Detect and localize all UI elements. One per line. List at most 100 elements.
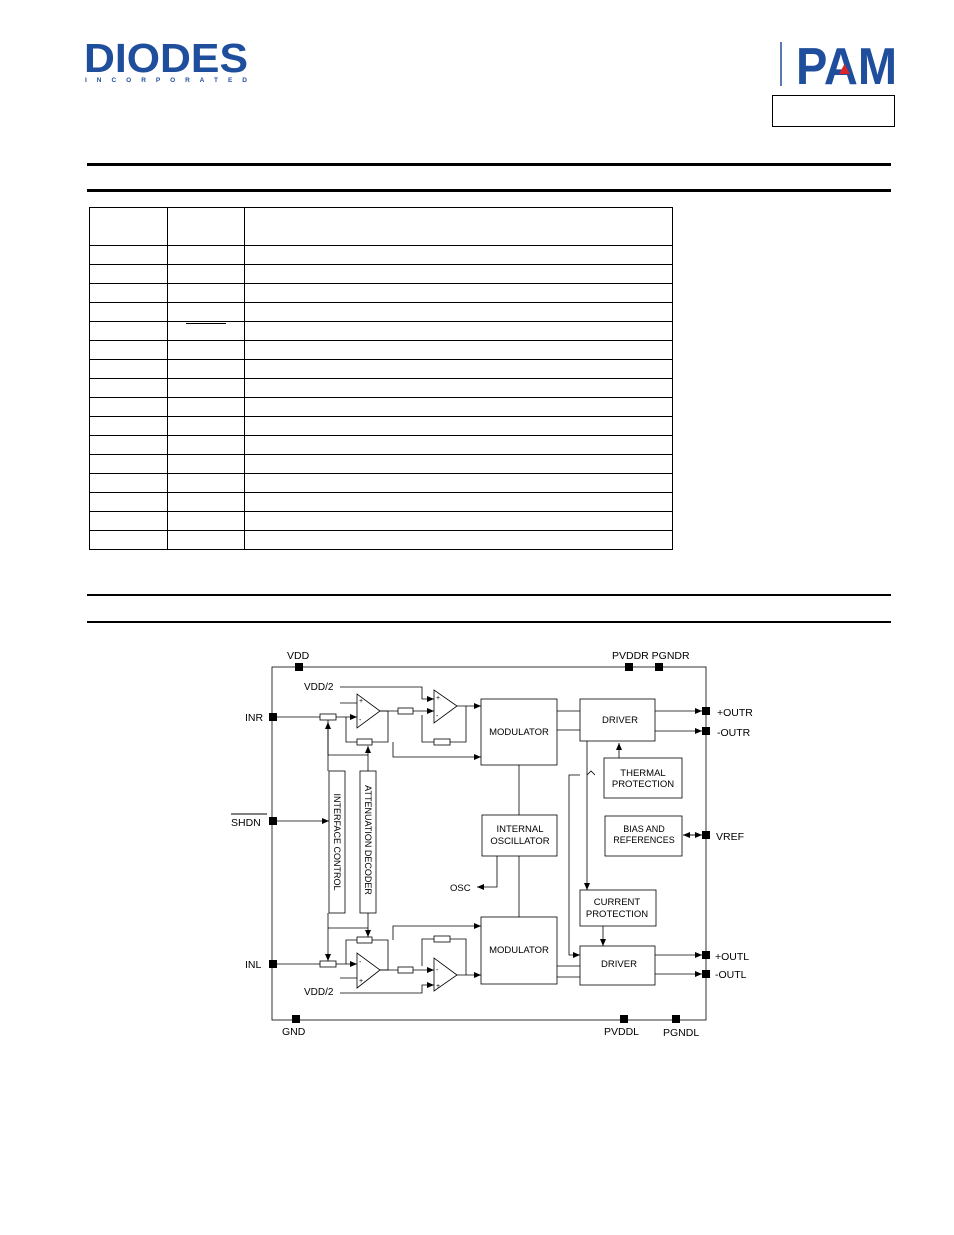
table-cell <box>167 454 245 474</box>
label-modulator-bottom: MODULATOR <box>489 945 549 956</box>
table-cell <box>167 302 245 322</box>
thermal-protection-block <box>603 757 683 799</box>
pin-outr-pos <box>702 707 710 715</box>
diodes-logo: DIODES I N C O R P O R A T E D <box>84 38 248 84</box>
table-cell <box>89 473 168 493</box>
resistor <box>319 713 337 721</box>
table-row <box>89 264 673 284</box>
wire <box>392 923 481 940</box>
table-cell <box>167 378 245 398</box>
current-protection-block <box>579 889 657 927</box>
pin-outl-neg <box>702 970 710 978</box>
table-cell <box>89 378 168 398</box>
table-cell <box>89 511 168 531</box>
wire <box>477 856 498 890</box>
section-rule <box>87 621 891 623</box>
table-cell <box>89 454 168 474</box>
table-cell <box>89 302 168 322</box>
pin-description-table <box>89 207 673 550</box>
table-cell <box>167 473 245 493</box>
svg-text:+: + <box>436 983 440 990</box>
bias-references-block <box>604 815 683 857</box>
resistor <box>319 960 337 968</box>
table-cell <box>89 530 168 550</box>
table-cell <box>244 340 673 360</box>
table-row <box>89 416 673 436</box>
functional-block-diagram: +- +- -+ -+ VDD PVDDR PGNDR INR SHDN INL… <box>231 650 753 1039</box>
pin-pvddl <box>620 1015 628 1023</box>
label-vref: VREF <box>716 831 744 843</box>
table-cell <box>244 245 673 265</box>
section-rule <box>87 594 891 596</box>
label-pvddl: PVDDL <box>604 1026 639 1038</box>
label-pvddr-pgndr: PVDDR PGNDR <box>612 650 690 662</box>
table-cell <box>89 340 168 360</box>
label-bias-2: REFERENCES <box>613 835 675 845</box>
label-shdn: SHDN <box>231 817 261 829</box>
wire <box>392 742 481 760</box>
table-cell <box>167 359 245 379</box>
label-thermal-2: PROTECTION <box>612 779 674 790</box>
resistor <box>433 738 451 746</box>
table-cell <box>167 435 245 455</box>
label-oscillator-2: OSCILLATOR <box>490 836 549 847</box>
svg-text:-: - <box>436 967 439 974</box>
pam-logo-triangle <box>839 64 850 74</box>
table-cell <box>244 321 673 341</box>
label-outl-pos: +OUTL <box>715 951 749 963</box>
driver-top-block <box>579 698 656 742</box>
preamp-bottom-triangle <box>356 952 381 989</box>
label-thermal-1: THERMAL <box>620 768 665 779</box>
table-cell <box>244 435 673 455</box>
label-modulator-top: MODULATOR <box>489 727 549 738</box>
label-inr: INR <box>245 712 264 724</box>
table-cell <box>89 492 168 512</box>
pam-logo-word: PAM <box>796 40 897 90</box>
label-current-1: CURRENT <box>594 897 641 908</box>
label-vdd2-bottom: VDD/2 <box>304 987 334 998</box>
part-number-box <box>772 95 895 127</box>
wire <box>340 982 434 994</box>
wire <box>340 686 434 702</box>
table-cell <box>244 264 673 284</box>
table-cell <box>89 435 168 455</box>
svg-text:-: - <box>359 717 362 724</box>
table-cell <box>167 530 245 550</box>
label-outr-pos: +OUTR <box>717 707 753 719</box>
table-row <box>89 321 673 341</box>
diodes-logo-word: DIODES <box>84 38 248 81</box>
table-row <box>89 530 673 550</box>
pin-vref <box>702 831 710 839</box>
label-inl: INL <box>245 959 262 971</box>
resistor <box>397 966 414 974</box>
label-oscillator-1: INTERNAL <box>497 824 544 835</box>
wire <box>345 717 357 743</box>
wire <box>421 938 434 966</box>
svg-text:+: + <box>359 698 363 705</box>
svg-text:+: + <box>359 978 363 985</box>
label-vdd: VDD <box>287 650 310 662</box>
table-cell <box>244 454 673 474</box>
wire <box>345 939 357 964</box>
resistor <box>356 936 373 944</box>
table-cell <box>167 264 245 284</box>
table-cell <box>167 321 245 341</box>
table-cell <box>89 397 168 417</box>
chip-outline <box>271 666 707 1021</box>
table-cell <box>244 492 673 512</box>
wire <box>586 770 596 776</box>
table-row <box>89 473 673 493</box>
wire <box>450 938 467 975</box>
resistor <box>433 935 451 943</box>
label-current-2: PROTECTION <box>586 909 648 920</box>
table-cell <box>244 378 673 398</box>
label-attenuation-decoder: ATTENUATION DECODER <box>363 785 373 895</box>
pin-pgndl <box>672 1015 680 1023</box>
pin-shdn <box>269 817 277 825</box>
pin-pgndr <box>655 663 663 671</box>
pin-outr-neg <box>702 727 710 735</box>
table-cell <box>244 530 673 550</box>
table-cell <box>167 340 245 360</box>
section-rule <box>87 163 891 166</box>
table-row <box>89 283 673 303</box>
